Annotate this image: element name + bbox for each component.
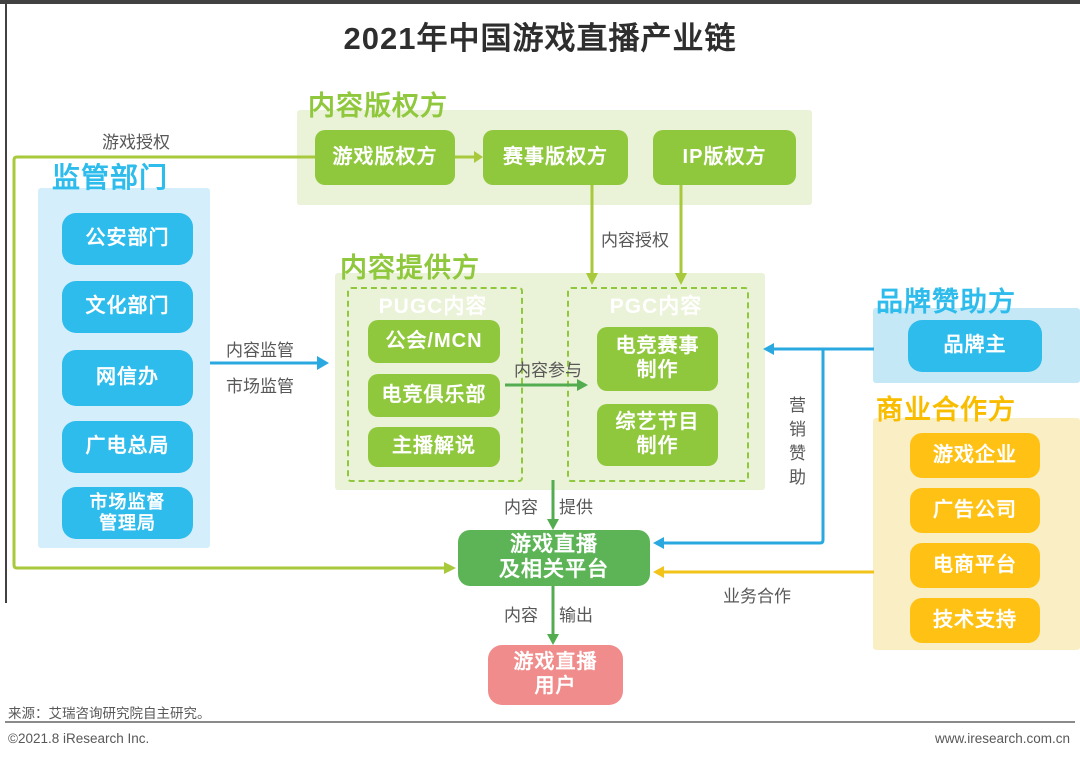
label-supply-left: 内容 xyxy=(504,498,538,517)
box-radio-tv-admin: 广电总局 xyxy=(62,421,193,473)
box-variety-show-production: 综艺节目 制作 xyxy=(597,404,718,466)
label-output-left: 内容 xyxy=(504,606,538,625)
box-streamer-commentary: 主播解说 xyxy=(368,427,500,467)
page-title: 2021年中国游戏直播产业链 xyxy=(343,21,737,56)
label-business-cooperation: 业务合作 xyxy=(723,587,791,606)
section-title-business-partner: 商业合作方 xyxy=(876,395,1016,425)
box-game-copyright: 游戏版权方 xyxy=(315,130,455,185)
box-tech-support: 技术支持 xyxy=(910,598,1040,643)
footer-website: www.iresearch.com.cn xyxy=(934,731,1070,746)
box-guild-mcn: 公会/MCN xyxy=(368,320,500,363)
label-content-license: 内容授权 xyxy=(601,231,669,250)
section-title-brand-sponsor: 品牌赞助方 xyxy=(876,287,1016,317)
box-ip-copyright: IP版权方 xyxy=(653,130,796,185)
section-title-content-provider: 内容提供方 xyxy=(340,253,480,283)
group-title-pugc: PUGC内容 xyxy=(378,295,488,318)
box-culture-dept: 文化部门 xyxy=(62,281,193,333)
box-event-copyright: 赛事版权方 xyxy=(483,130,628,185)
box-game-company: 游戏企业 xyxy=(910,433,1040,478)
box-esports-event-production: 电竞赛事 制作 xyxy=(597,327,718,391)
label-content-regulation: 内容监管 xyxy=(226,341,294,360)
footer-source: 来源：艾瑞咨询研究院自主研究。 xyxy=(8,706,211,721)
left-edge-line xyxy=(5,3,7,603)
box-market-supervision: 市场监督 管理局 xyxy=(62,487,193,539)
label-game-license: 游戏授权 xyxy=(102,133,170,152)
box-cyberspace-admin: 网信办 xyxy=(62,350,193,406)
box-ecommerce-platform: 电商平台 xyxy=(910,543,1040,588)
box-brand-owner: 品牌主 xyxy=(908,320,1042,372)
box-esports-club: 电竞俱乐部 xyxy=(368,374,500,417)
edge-content-output xyxy=(547,586,559,645)
section-title-content-copyright: 内容版权方 xyxy=(308,91,448,121)
footer-copyright: ©2021.8 iResearch Inc. xyxy=(8,731,150,746)
box-streaming-users: 游戏直播 用户 xyxy=(488,645,623,705)
box-ad-company: 广告公司 xyxy=(910,488,1040,533)
top-edge-line xyxy=(0,0,1080,4)
box-public-security: 公安部门 xyxy=(62,213,193,265)
label-output-right: 输出 xyxy=(559,606,593,625)
edge-business-cooperation xyxy=(653,566,874,578)
label-market-regulation: 市场监管 xyxy=(226,377,294,396)
box-streaming-platform: 游戏直播 及相关平台 xyxy=(458,530,650,586)
group-title-pgc: PGC内容 xyxy=(609,295,703,318)
section-title-regulators: 监管部门 xyxy=(52,162,169,193)
label-content-participation: 内容参与 xyxy=(514,361,582,380)
footer-divider xyxy=(5,721,1075,723)
label-supply-right: 提供 xyxy=(559,498,593,517)
label-marketing-sponsorship: 营销赞助 xyxy=(786,396,805,492)
